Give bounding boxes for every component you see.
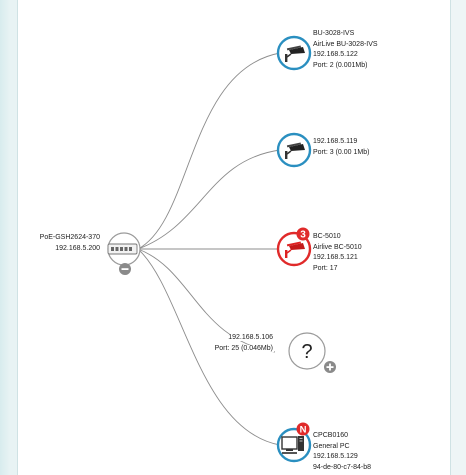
collapse-button[interactable] — [119, 263, 131, 275]
device-name: BC-5010 — [313, 233, 341, 240]
device-ip: 192.168.5.121 — [313, 254, 358, 261]
device-ip: 192.168.5.122 — [313, 51, 358, 58]
device-model: Airlive BC-5010 — [313, 243, 362, 251]
link-to-node-5 — [137, 248, 281, 446]
root-switch-node[interactable] — [107, 232, 141, 266]
alert-count-badge: 3 — [296, 227, 310, 241]
node-4-label: 192.168.5.106 Port: 25 (0.046Mb) — [194, 333, 274, 354]
device-port: Port: 25 (0.046Mb) — [213, 344, 274, 352]
link-lines — [137, 52, 281, 446]
node-5-label: CPCB0160 General PC 192.168.5.129 94-de-… — [313, 431, 371, 473]
switch-icon — [107, 243, 138, 255]
topology-graph: 3 ? N — [107, 35, 336, 463]
ip-camera-icon — [285, 142, 305, 159]
device-ip: 192.168.5.119 — [313, 138, 358, 145]
device-port: Port: 2 (0.001Mb) — [313, 61, 368, 69]
node-2-label: 192.168.5.119 Port: 3 (0.00 1Mb) — [313, 137, 369, 158]
device-node-bu-3028-ivs[interactable] — [276, 35, 312, 71]
ip-camera-icon — [285, 241, 305, 258]
expand-button[interactable] — [324, 361, 336, 373]
device-node-cpcb0160[interactable] — [276, 427, 312, 463]
node-1-label: BU-3028-IVS AirLive BU-3028-IVS 192.168.… — [313, 29, 378, 71]
device-node-unknown[interactable]: ? — [288, 332, 326, 370]
device-model: AirLive BU-3028-IVS — [313, 40, 378, 48]
device-port: Port: 17 — [313, 264, 338, 272]
svg-text:3: 3 — [300, 230, 306, 241]
computer-icon — [281, 436, 304, 454]
root-switch-label: PoE-GSH2624-370 192.168.5.200 — [22, 233, 100, 254]
device-node-bc-5010[interactable] — [276, 231, 312, 267]
node-3-label: BC-5010 Airlive BC-5010 192.168.5.121 Po… — [313, 232, 362, 274]
switch-ip: 192.168.5.200 — [55, 244, 100, 252]
link-to-node-2 — [137, 149, 281, 250]
device-mac: 94-de-80-c7-84-b8 — [313, 463, 371, 471]
device-name: BU-3028-IVS — [313, 30, 355, 37]
ip-camera-icon — [285, 45, 305, 62]
svg-text:N: N — [300, 425, 307, 436]
switch-name: PoE-GSH2624-370 — [39, 234, 100, 241]
device-ip: 192.168.5.106 — [227, 334, 274, 341]
question-icon: ? — [301, 341, 312, 363]
device-model: General PC — [313, 442, 350, 450]
topology-canvas[interactable]: 3 ? N P — [17, 0, 451, 475]
link-to-node-1 — [137, 52, 281, 250]
new-device-badge: N — [296, 422, 310, 436]
device-node-192-168-5-119[interactable] — [276, 132, 312, 168]
device-name: CPCB0160 — [313, 432, 349, 439]
device-port: Port: 3 (0.00 1Mb) — [313, 148, 370, 156]
device-ip: 192.168.5.129 — [313, 453, 358, 460]
